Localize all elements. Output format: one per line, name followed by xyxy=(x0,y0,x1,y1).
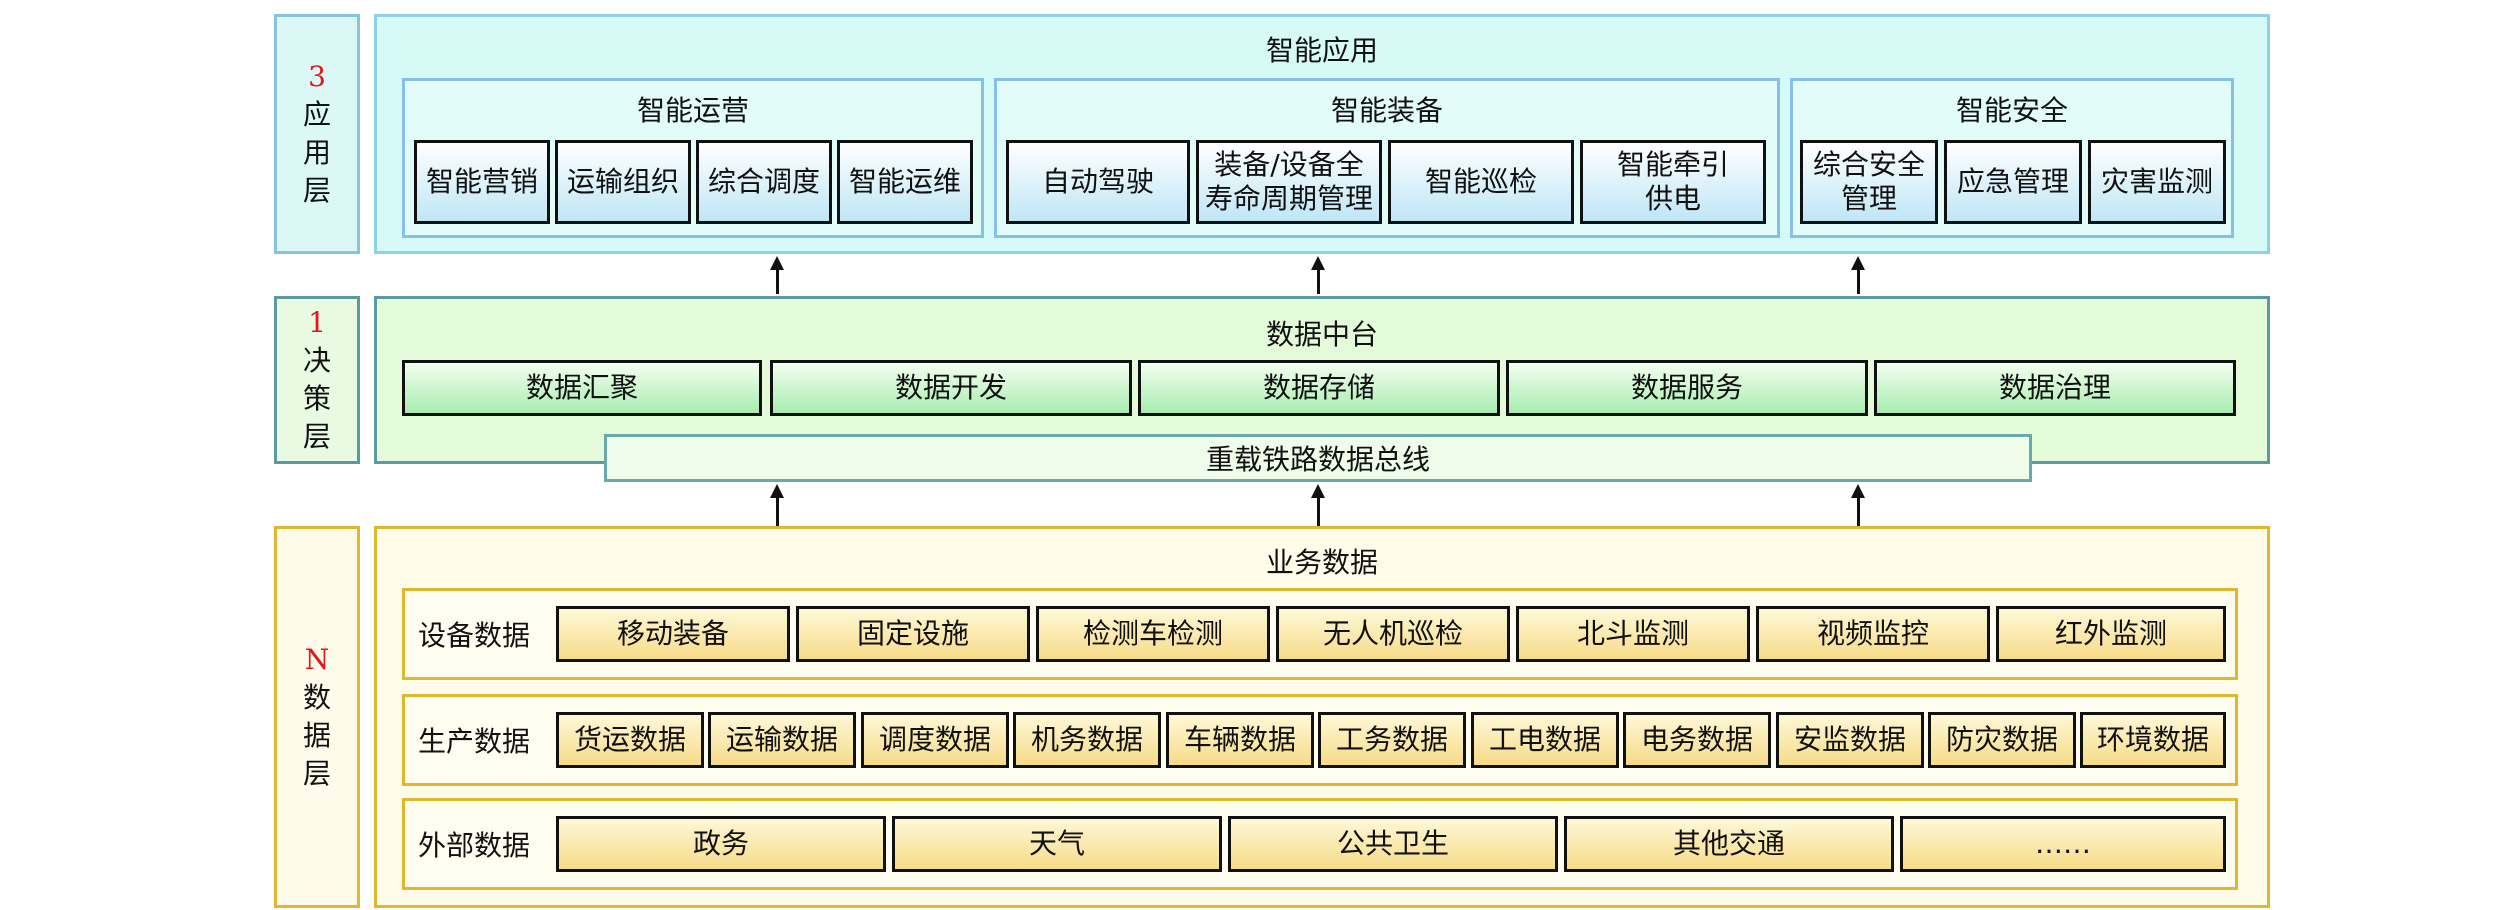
layer-char: 用 xyxy=(302,136,331,169)
app-item: 智能运维 xyxy=(837,140,973,224)
arrow-shaft xyxy=(1857,268,1860,294)
data-item: 政务 xyxy=(556,816,886,872)
data-item: 天气 xyxy=(892,816,1222,872)
layer-char: 数 xyxy=(302,681,331,714)
app-item: 应急管理 xyxy=(1944,140,2082,224)
arrow-shaft xyxy=(1857,496,1860,526)
layer-number: N xyxy=(304,643,330,676)
data-item: 固定设施 xyxy=(796,606,1030,662)
panel-title: 智能应用 xyxy=(1265,34,1378,67)
app-item: 智能营销 xyxy=(414,140,550,224)
data-bus: 重载铁路数据总线 xyxy=(604,434,2032,482)
data-item: 车辆数据 xyxy=(1166,712,1314,768)
data-item: 公共卫生 xyxy=(1228,816,1558,872)
arrow-shaft xyxy=(1317,496,1320,526)
layer-char: 据 xyxy=(302,719,331,752)
layer-char: 层 xyxy=(302,174,331,207)
app-item: 综合安全 管理 xyxy=(1800,140,1938,224)
row-label: 外部数据 xyxy=(418,829,531,862)
arrow-shaft xyxy=(1317,268,1320,294)
layer-label-data: N 数 据 层 xyxy=(274,526,360,908)
layer-char: 层 xyxy=(302,757,331,790)
panel-title: 业务数据 xyxy=(1265,546,1378,579)
data-item: 检测车检测 xyxy=(1036,606,1270,662)
layer-label-decision: 1 决 策 层 xyxy=(274,296,360,464)
decision-item: 数据开发 xyxy=(770,360,1132,416)
decision-item: 数据服务 xyxy=(1506,360,1868,416)
arrow-up xyxy=(1311,256,1325,270)
app-item: 灾害监测 xyxy=(2088,140,2226,224)
layer-label-app: 3 应 用 层 xyxy=(274,14,360,254)
panel-title: 数据中台 xyxy=(1265,318,1378,351)
data-item: 红外监测 xyxy=(1996,606,2226,662)
arrow-shaft xyxy=(776,496,779,526)
decision-item: 数据存储 xyxy=(1138,360,1500,416)
group-title: 智能安全 xyxy=(1955,94,2068,127)
layer-char: 决 xyxy=(302,344,331,377)
layer-char: 层 xyxy=(302,420,331,453)
data-item: 工电数据 xyxy=(1471,712,1619,768)
decision-item: 数据治理 xyxy=(1874,360,2236,416)
app-item: 运输组织 xyxy=(555,140,691,224)
data-item: 移动装备 xyxy=(556,606,790,662)
data-item: 安监数据 xyxy=(1776,712,1924,768)
data-item: 机务数据 xyxy=(1013,712,1161,768)
decision-item: 数据汇聚 xyxy=(402,360,762,416)
arrow-up xyxy=(1851,484,1865,498)
data-item: 电务数据 xyxy=(1623,712,1771,768)
data-item: …… xyxy=(1900,816,2226,872)
data-item: 运输数据 xyxy=(708,712,856,768)
layer-number: 1 xyxy=(308,306,326,339)
arrow-shaft xyxy=(776,268,779,294)
row-label: 设备数据 xyxy=(418,619,531,652)
data-item: 视频监控 xyxy=(1756,606,1990,662)
data-item: 其他交通 xyxy=(1564,816,1894,872)
data-item: 工务数据 xyxy=(1318,712,1466,768)
arrow-up xyxy=(770,484,784,498)
arrow-up xyxy=(770,256,784,270)
layer-char: 策 xyxy=(302,382,331,415)
app-item: 综合调度 xyxy=(696,140,832,224)
app-item: 装备/设备全 寿命周期管理 xyxy=(1196,140,1382,224)
data-item: 货运数据 xyxy=(556,712,704,768)
app-item: 智能牵引 供电 xyxy=(1580,140,1766,224)
row-label: 生产数据 xyxy=(418,725,531,758)
app-item: 自动驾驶 xyxy=(1006,140,1190,224)
group-title: 智能运营 xyxy=(636,94,749,127)
arrow-up xyxy=(1851,256,1865,270)
data-item: 无人机巡检 xyxy=(1276,606,1510,662)
layer-number: 3 xyxy=(308,60,326,93)
arrow-up xyxy=(1311,484,1325,498)
data-item: 环境数据 xyxy=(2080,712,2226,768)
data-item: 防灾数据 xyxy=(1928,712,2076,768)
data-item: 调度数据 xyxy=(861,712,1009,768)
layer-char: 应 xyxy=(302,98,331,131)
app-item: 智能巡检 xyxy=(1388,140,1574,224)
group-title: 智能装备 xyxy=(1330,94,1443,127)
data-item: 北斗监测 xyxy=(1516,606,1750,662)
